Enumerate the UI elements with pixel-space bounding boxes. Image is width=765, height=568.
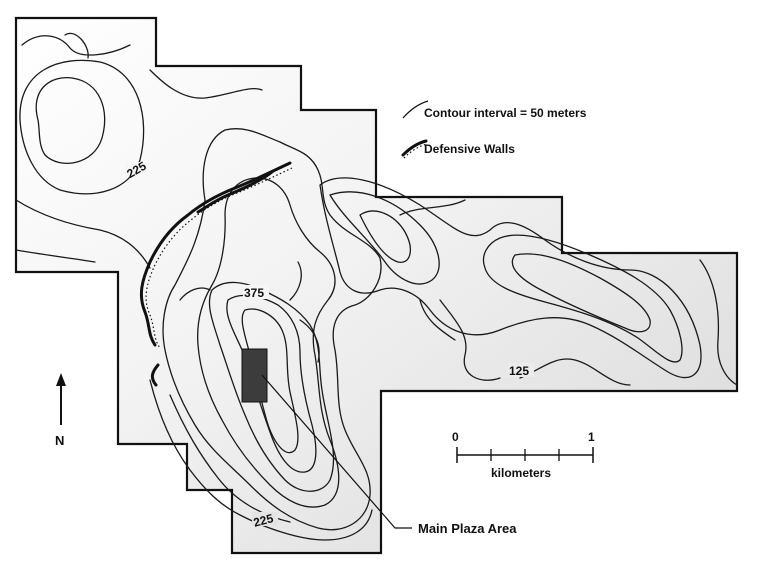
contour-line-legend-icon xyxy=(402,100,429,119)
main-plaza-leader-line xyxy=(261,374,412,529)
scale-bar-end-label: 1 xyxy=(588,430,595,444)
north-arrow: N xyxy=(55,373,66,448)
scale-bar-start-label: 0 xyxy=(452,430,459,444)
legend-contour-interval: Contour interval = 50 meters xyxy=(424,106,587,120)
contour-label-375: 375 xyxy=(244,286,264,300)
north-arrow-label: N xyxy=(55,433,64,448)
contour-lines-eastern-ridge xyxy=(319,177,738,386)
defensive-walls xyxy=(139,161,293,387)
legend-defensive-walls: Defensive Walls xyxy=(424,142,515,156)
contour-label-125: 125 xyxy=(509,364,529,378)
defensive-wall-legend-icon xyxy=(401,139,428,157)
scale-bar: 0 1 kilometers xyxy=(452,430,595,480)
scale-bar-unit-label: kilometers xyxy=(491,466,551,480)
contour-lines-northwest xyxy=(15,32,263,269)
main-plaza-label: Main Plaza Area xyxy=(418,521,517,536)
contour-label-225-south: 225 xyxy=(252,511,275,530)
legend: Contour interval = 50 meters Defensive W… xyxy=(401,100,587,159)
main-plaza-area xyxy=(241,348,268,403)
